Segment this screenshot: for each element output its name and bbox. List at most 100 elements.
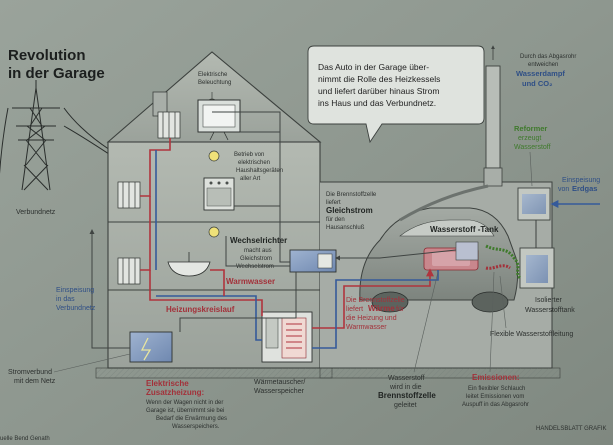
title-line-1: Revolution xyxy=(8,47,86,64)
label-abgas-wasserdampf: Wasserdampf xyxy=(516,69,565,78)
label-geraete-3: Haushaltsgeräten xyxy=(236,168,283,174)
label-bz-w-3: für xyxy=(396,306,405,313)
label-abgas-1: Durch das Abgasrohr xyxy=(520,54,576,60)
label-em-3: Auspuff in das Abgasrohr xyxy=(462,402,529,408)
wire-to-stove xyxy=(234,205,290,263)
label-bz-w-5: Warmwasser xyxy=(346,324,387,331)
light-bulb-icon xyxy=(208,150,220,162)
flexible-emission-hose xyxy=(485,264,511,270)
label-wechselrichter-1: macht aus xyxy=(244,248,272,254)
label-wechselrichter: Wechselrichter xyxy=(230,236,287,245)
wire-to-meter xyxy=(179,272,297,332)
pointer-emissionen xyxy=(489,271,495,373)
label-geraete-4: aller Art xyxy=(240,176,261,182)
exhaust-hose xyxy=(399,184,489,222)
pointer-ws xyxy=(413,271,439,373)
wire-to-grid xyxy=(89,229,130,349)
radiator-icon xyxy=(117,181,141,209)
flexible-hydrogen-line xyxy=(485,244,522,280)
label-geraete-1: Betrieb von xyxy=(234,152,264,158)
label-ws-2: wird in die xyxy=(389,384,422,391)
label-credit: HANDELSBLATT GRAFIK xyxy=(536,426,606,432)
callout-line-1: Das Auto in der Garage über- xyxy=(318,62,429,72)
label-emissionen: Emissionen: xyxy=(472,373,520,382)
label-heizungskreislauf: Heizungskreislauf xyxy=(166,305,235,314)
label-stromverbund-2: mit dem Netz xyxy=(14,378,56,385)
label-quelle: uelle Bend Genath xyxy=(0,436,50,442)
fuel-cell-car-icon xyxy=(359,207,519,313)
label-bz-gs-1: Die Brennstoffzelle xyxy=(326,192,377,198)
label-reformer-1: erzeugt xyxy=(518,135,541,142)
title-line-2: in der Garage xyxy=(8,65,105,82)
label-bz-gs-gleichstrom: Gleichstrom xyxy=(326,206,373,215)
pointer-reformer xyxy=(529,151,533,187)
label-em-2: leitet Emissionen vom xyxy=(466,394,524,400)
label-einspeisung-netz-2: in das xyxy=(56,296,75,303)
callout-line-3: und liefert darüber hinaus Strom xyxy=(318,86,439,96)
label-zusatz-4: Garage ist, übernimmt sie bei xyxy=(146,408,224,414)
light-bulb-icon xyxy=(208,226,220,238)
label-abgas-co2: und CO₂ xyxy=(522,79,552,88)
label-reformer-2: Wasserstoff xyxy=(514,144,551,151)
label-reformer: Reformer xyxy=(514,124,547,133)
label-zusatz-2: Zusatzheizung: xyxy=(146,388,204,397)
label-waermetauscher-2: Wasserspeicher xyxy=(254,388,305,395)
dc-line xyxy=(335,249,457,261)
label-beleuchtung-1: Elektrische xyxy=(198,72,228,78)
label-ws-brennstoffzelle: Brennstoffzelle xyxy=(378,391,436,400)
label-bz-w-waerme: Wärme xyxy=(368,304,395,313)
reformer-core xyxy=(522,194,546,214)
label-stromverbund-1: Stromverbund xyxy=(8,369,52,376)
radiator-icon xyxy=(117,257,141,285)
label-bz-w-1: Die Brennstoffzelle xyxy=(346,297,405,304)
label-erdgas-2: von xyxy=(558,186,569,193)
label-verbundnetz: Verbundnetz xyxy=(16,209,56,216)
label-em-1: Ein flexibler Schlauch xyxy=(468,386,525,392)
cold-return-to-fuel-cell xyxy=(312,270,439,349)
label-isolierter-2: Wasserstofftank xyxy=(525,307,575,314)
label-zusatz-6: Wasserspeichers. xyxy=(172,424,220,430)
label-warmwasser: Warmwasser xyxy=(226,277,275,286)
label-bz-w-2: liefert xyxy=(346,306,363,313)
heat-pipe-lower xyxy=(149,270,263,316)
label-erdgas-1: Einspeisung xyxy=(562,177,600,184)
callout-bubble: Das Auto in der Garage über- nimmt die R… xyxy=(307,45,485,144)
label-abgas-2: entweichen xyxy=(528,62,558,68)
label-einspeisung-netz-1: Einspeisung xyxy=(56,287,94,294)
callout-line-4: ins Haus und das Verbundnetz. xyxy=(318,98,436,108)
label-ws-1: Wasserstoff xyxy=(388,375,425,382)
pointer-stromverbund xyxy=(53,353,131,373)
label-einspeisung-netz-3: Verbundnetz xyxy=(56,305,96,312)
socket-icon xyxy=(317,253,333,269)
warm-water-pipe xyxy=(210,269,225,296)
pointer-flex-leitung xyxy=(499,275,507,329)
television-icon xyxy=(197,99,241,141)
wire-to-lamp xyxy=(212,111,281,132)
label-zusatz-5: Bedarf die Erwärmung des xyxy=(156,416,227,422)
sink-icon xyxy=(167,252,211,277)
callout-line-2: nimmt die Rolle des Heizkessels xyxy=(318,74,440,84)
label-bz-gs-4: Hausanschluß xyxy=(326,225,365,231)
label-zusatz-1: Elektrische xyxy=(146,379,189,388)
label-bz-w-4: die Heizung und xyxy=(346,315,397,322)
label-ws-3: geleitet xyxy=(394,402,417,409)
stove-icon xyxy=(203,177,235,211)
label-beleuchtung-2: Beleuchtung xyxy=(198,80,231,86)
label-isolierter-1: Isolierter xyxy=(535,297,563,304)
heat-exchanger-tank xyxy=(261,311,313,363)
heat-pipe-upper xyxy=(140,138,171,197)
label-wasserstoff-tank: Wasserstoff -Tank xyxy=(430,225,499,234)
label-waermetauscher-1: Wärmetauscher/ xyxy=(254,379,305,386)
label-erdgas: Erdgas xyxy=(572,184,597,193)
label-bz-gs-3: für den xyxy=(326,217,345,223)
exhaust-pipe xyxy=(483,45,503,187)
label-geraete-2: elektrischen xyxy=(238,160,270,166)
tank-core xyxy=(526,255,548,283)
radiator-icon xyxy=(157,111,181,139)
label-flex-leitung: Flexible Wasserstoffleitung xyxy=(490,331,573,338)
label-bz-gs-2: liefert xyxy=(326,200,341,206)
label-zusatz-3: Wenn der Wagen nicht in der xyxy=(146,400,223,406)
wire-to-lamp-lower xyxy=(225,236,290,267)
